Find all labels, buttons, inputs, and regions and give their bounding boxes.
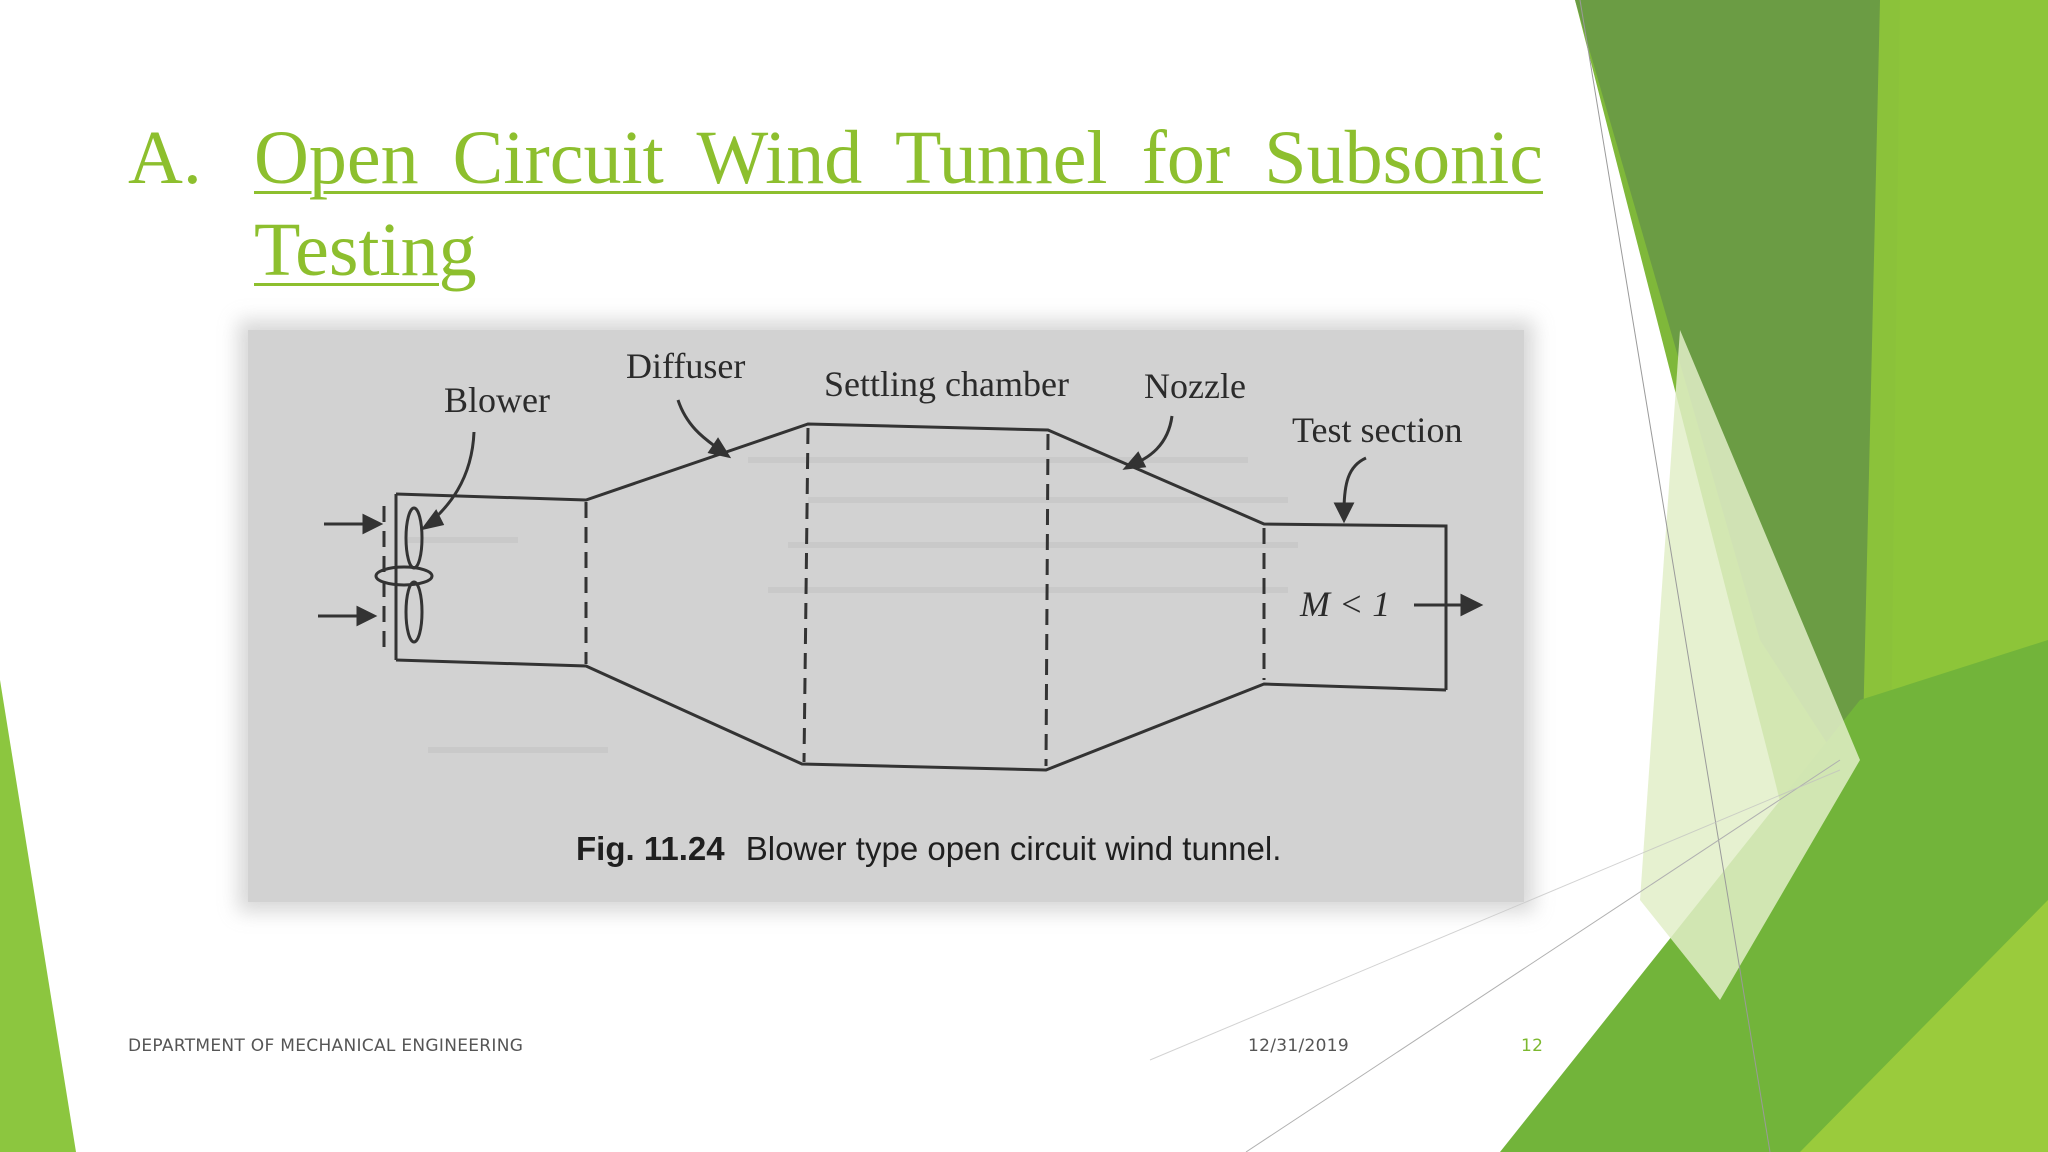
tunnel-outline [394, 422, 1448, 772]
divider-diffuser-settling [802, 427, 810, 763]
right-panel-bright [1860, 0, 2048, 860]
bottom-right-bright [1800, 900, 2048, 1152]
diagram-photo: Blower Diffuser Settling chamber Nozzle … [248, 330, 1524, 902]
thin-line-2 [1245, 759, 1841, 1152]
figure-caption: Fig. 11.24 Blower type open circuit wind… [576, 830, 1281, 867]
wind-tunnel-diagram: Blower Diffuser Settling chamber Nozzle … [318, 346, 1484, 867]
label-diffuser: Diffuser [626, 346, 745, 386]
slide-number: 12 [1521, 1036, 1544, 1056]
label-mach: M < 1 [1299, 584, 1390, 624]
left-accent-shape [0, 680, 76, 1152]
label-test-section: Test section [1292, 410, 1462, 450]
blower-leader [425, 431, 476, 528]
tunnel-bottom-wall [395, 658, 1447, 772]
footer-department: DEPARTMENT OF MECHANICAL ENGINEERING [128, 1036, 524, 1056]
caption-text: Blower type open circuit wind tunnel. [746, 830, 1282, 867]
blower-fan-icon [374, 506, 434, 644]
label-blower: Blower [444, 380, 550, 420]
title-text: Open Circuit Wind Tunnel for Subsonic Te… [254, 116, 1543, 292]
footer-date: 12/31/2019 [1248, 1036, 1349, 1056]
title-marker: A. [128, 116, 202, 200]
diffuser-leader [676, 399, 721, 452]
label-settling-chamber: Settling chamber [824, 364, 1069, 404]
right-panel-dark [1575, 0, 1900, 840]
tunnel-top-wall [395, 422, 1448, 690]
section-dividers [382, 427, 1266, 767]
inlet-arrows [318, 513, 384, 627]
divider-settling-nozzle [1044, 433, 1050, 767]
leader-lines [420, 399, 1367, 531]
bleed-through-texture [408, 457, 1298, 753]
caption-number: Fig. 11.24 [576, 830, 725, 867]
outlet-arrow-icon [1414, 593, 1484, 617]
mid-right-light [1640, 330, 1860, 1000]
label-nozzle: Nozzle [1144, 366, 1246, 406]
thin-line-3 [1149, 769, 1841, 1061]
thin-line-1 [1579, 0, 1771, 1152]
